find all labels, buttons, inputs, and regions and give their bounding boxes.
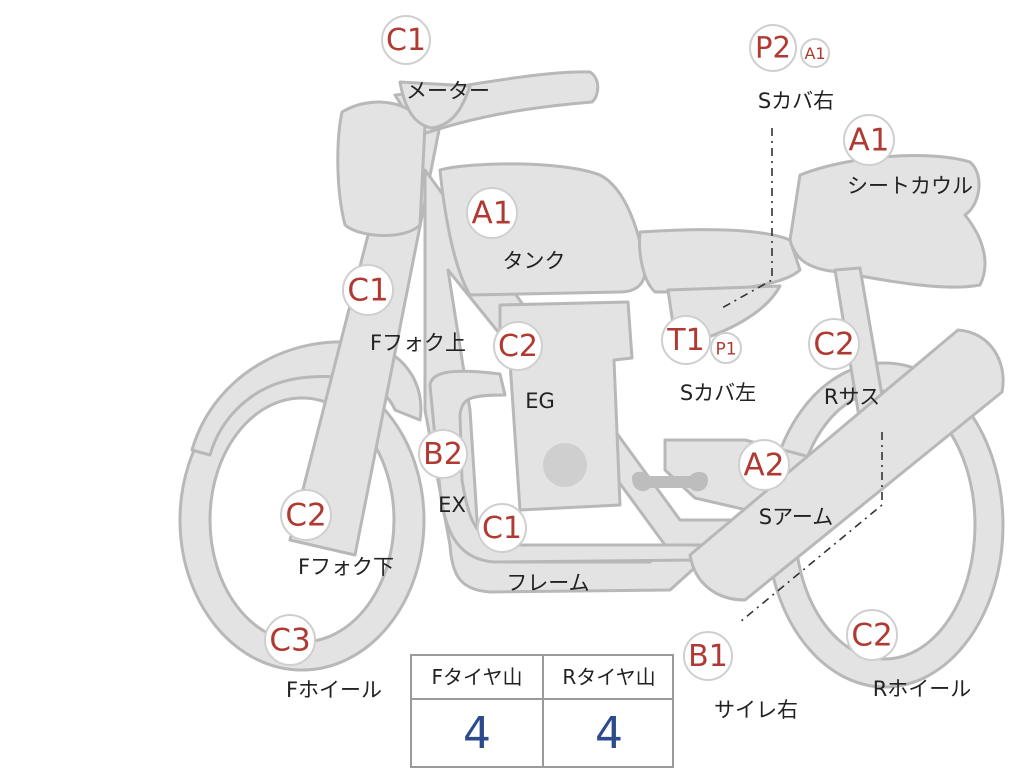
front-wheel-grade-badge	[264, 614, 316, 666]
engine-cover	[543, 443, 587, 487]
rear-suspension-label: Rサス	[824, 385, 880, 409]
front-tire-tread-cell: Fタイヤ山 4	[412, 656, 544, 766]
motorcycle-silhouette	[178, 70, 1005, 689]
headlight	[336, 100, 427, 237]
front-fork-lower-grade: C2	[285, 498, 326, 534]
front-fork-upper-grade: C1	[347, 273, 388, 309]
muffler-right-marker: B1 サイレ右	[683, 631, 798, 722]
side-cover-left-sub-grade: P1	[715, 339, 736, 359]
side-cover-left-label: Sカバ左	[680, 381, 756, 405]
rear-tire-tread-header: Rタイヤ山	[544, 656, 674, 700]
engine-label: EG	[525, 389, 555, 413]
engine-grade: C2	[498, 329, 538, 364]
front-fork-lower-label: Fフォク下	[298, 555, 394, 579]
rear-suspension-grade-badge	[808, 318, 860, 370]
meter-grade-badge	[381, 15, 431, 65]
muffler-right-label: サイレ右	[714, 698, 798, 722]
side-cover-right-label: Sカバ右	[758, 89, 834, 113]
frame-grade-badge	[477, 503, 527, 553]
side-cover-right-grade: P2	[755, 31, 791, 65]
frame-marker: C1 フレーム	[477, 503, 590, 595]
leader-line-muffler-right	[739, 432, 883, 623]
side-cover-left-grade: T1	[666, 323, 704, 358]
muffler	[688, 328, 1005, 602]
tank-grade-badge	[466, 187, 518, 239]
muffler-right-grade: B1	[688, 639, 728, 674]
side-cover-right-sub-grade-badge	[800, 38, 830, 68]
front-tire-tread-header: Fタイヤ山	[412, 656, 542, 700]
meter-housing	[398, 80, 472, 130]
front-fork-upper-grade-badge	[342, 264, 394, 316]
rear-suspension-grade: C2	[813, 327, 854, 363]
meter-label: メーター	[406, 79, 490, 103]
side-cover-right-sub-grade: A1	[804, 44, 825, 63]
rear-tire-tread-value: 4	[595, 708, 623, 759]
side-cover-right-grade-badge	[749, 24, 797, 72]
front-tire-tread-value: 4	[463, 708, 491, 759]
frame-grade: C1	[482, 511, 522, 546]
seat-cowl-grade-badge	[843, 114, 895, 166]
exhaust-grade-badge	[418, 429, 468, 479]
frame-label: フレーム	[506, 571, 589, 595]
rear-wheel-grade-badge	[846, 609, 898, 661]
front-wheel-label: Fホイール	[286, 678, 382, 702]
footpeg	[632, 471, 708, 492]
rear-wheel-label: Rホイール	[873, 677, 972, 701]
muffler-right-grade-badge	[683, 631, 733, 681]
tank-marker: A1 タンク	[466, 187, 566, 273]
seat-cowl-marker: A1 シートカウル	[843, 114, 973, 198]
exhaust-grade: B2	[423, 437, 463, 472]
meter-marker: C1 メーター	[381, 15, 490, 103]
seat-cowl-grade: A1	[849, 123, 890, 159]
front-wheel-grade: C3	[269, 623, 310, 659]
exhaust-pipe	[428, 369, 722, 564]
swing-arm-grade-badge	[738, 439, 790, 491]
seat	[638, 228, 802, 294]
front-fork-upper-label: Fフォク上	[370, 331, 466, 355]
rear-tire-tread-cell: Rタイヤ山 4	[544, 656, 674, 766]
swing-arm-label: Sアーム	[759, 505, 833, 529]
meter-grade: C1	[386, 23, 426, 58]
tank-grade: A1	[472, 196, 513, 232]
seat-cowl-label: シートカウル	[847, 174, 973, 198]
swing-arm-grade: A2	[744, 448, 785, 484]
engine-grade-badge	[493, 321, 543, 371]
tank-label: タンク	[503, 249, 566, 273]
front-fork-lower-grade-badge	[280, 489, 332, 541]
tire-tread-table: Fタイヤ山 4 Rタイヤ山 4	[410, 654, 674, 768]
exhaust-label: EX	[438, 493, 466, 517]
side-cover-left-grade-badge	[661, 315, 711, 365]
side-cover-left-sub-grade-badge	[710, 332, 742, 364]
rear-tire	[765, 361, 1005, 689]
rear-wheel-grade: C2	[851, 618, 892, 654]
